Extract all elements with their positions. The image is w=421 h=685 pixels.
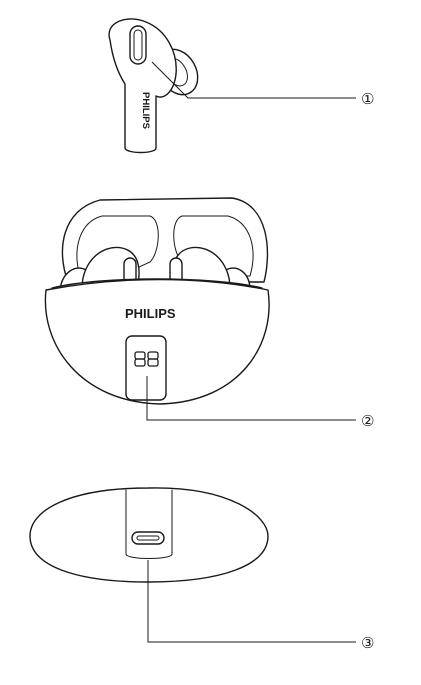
callout-3-leader <box>147 560 356 643</box>
earbud-illustration: PHILIPS <box>108 18 199 154</box>
display-digit-2-lower <box>147 358 159 367</box>
battery-display-panel <box>125 335 167 401</box>
callout-2-label: ② <box>361 412 374 430</box>
callout-3-label: ③ <box>361 634 374 652</box>
display-digit-1-lower <box>134 358 146 367</box>
usb-c-port <box>131 531 165 545</box>
callout-1-leader <box>151 61 356 99</box>
earbud-touch-area <box>129 25 147 65</box>
earbud-brand-logo: PHILIPS <box>140 92 151 129</box>
earbud-body <box>108 18 177 154</box>
charging-case-bottom <box>29 487 269 583</box>
callout-2-leader <box>146 376 356 421</box>
battery-display-digits <box>134 351 159 367</box>
case-brand-logo: PHILIPS <box>125 306 176 321</box>
callout-1-label: ① <box>361 90 374 108</box>
charging-case-open: PHILIPS <box>44 197 270 405</box>
